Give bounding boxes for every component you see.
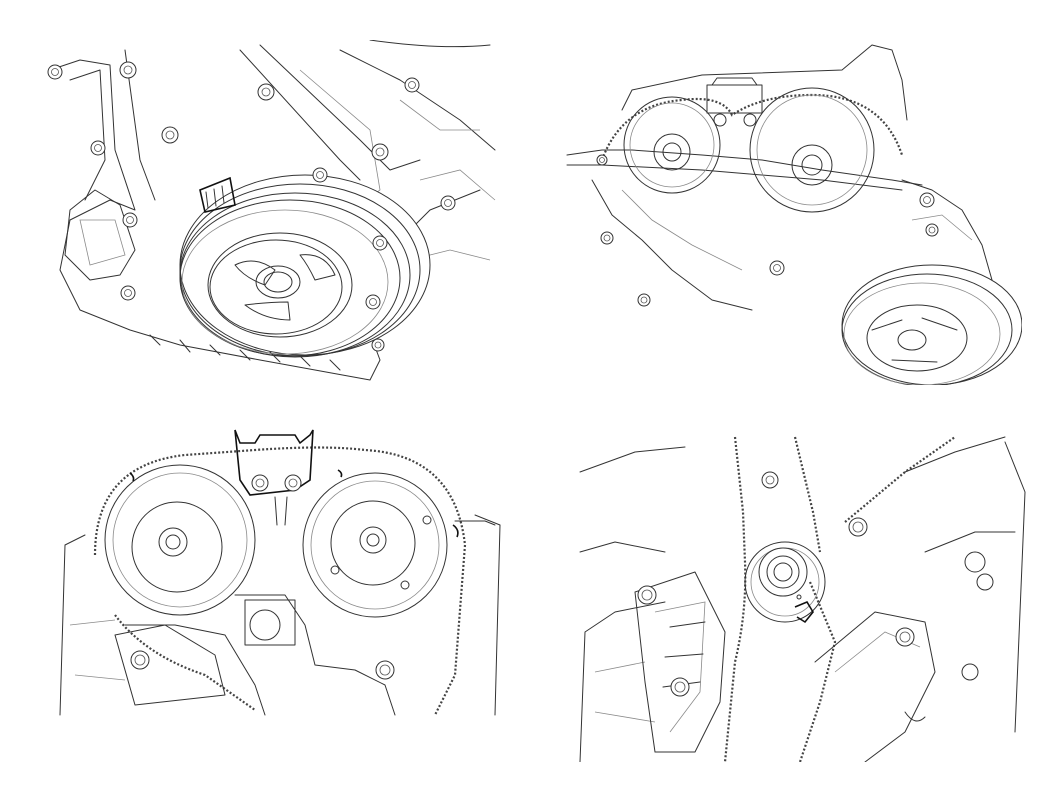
crank-pulley-illustration — [47, 40, 496, 381]
panel-cam-sprocket-detail — [55, 425, 510, 720]
timing-chain-overview-illustration — [566, 44, 1022, 385]
panel-timing-chain-overview — [562, 40, 1022, 385]
bolt-icon — [47, 61, 456, 352]
panel-crank-sprocket-detail — [575, 432, 1030, 762]
bolt-icon — [596, 154, 939, 307]
crank-sprocket-detail-illustration — [579, 436, 1026, 762]
panel-crank-pulley — [40, 40, 500, 390]
cam-sprocket-detail-illustration — [59, 429, 501, 716]
